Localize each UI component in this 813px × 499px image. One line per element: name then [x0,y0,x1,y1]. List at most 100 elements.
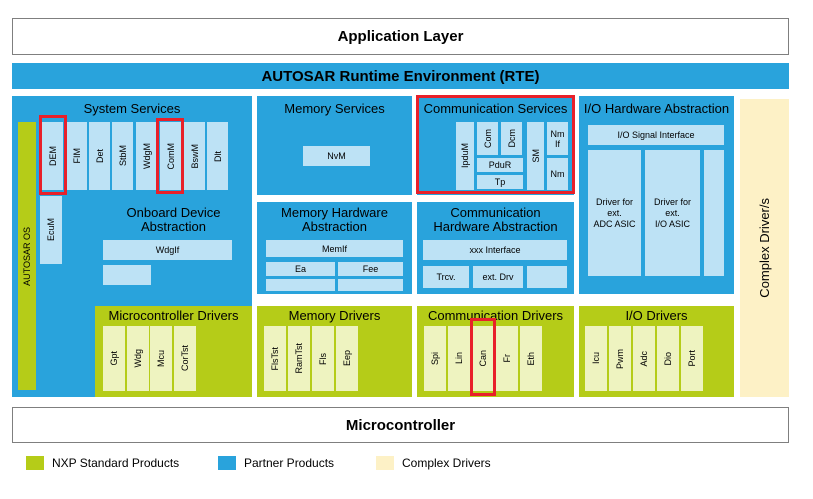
fr-label: Fr [502,354,512,363]
io-hw-extra-module [704,150,724,276]
fee-lower-module [338,279,403,291]
nm-if-module: Nm If [547,122,568,155]
mcu-label: Mcu [156,349,166,367]
lin-label: Lin [454,352,464,365]
mcu-module: Mcu [150,326,172,391]
ext-drv-label: ext. Drv [482,272,514,282]
eep-label: Eep [342,350,352,367]
lin-module: Lin [448,326,470,391]
driver-ext-io-asic-label: Driver for ext. I/O ASIC [653,196,691,229]
fls-label: Fls [318,352,328,365]
trcv-label: Trcv. [436,272,456,282]
wdgm-label: WdgM [141,142,152,169]
comm-drivers-title: Communication Drivers [427,308,564,323]
memory-hw-abstraction-title: Memory Hardware Abstraction [281,205,388,234]
gpt-label: Gpt [109,351,119,366]
stbm-label: StbM [117,145,128,167]
can-module: Can [472,326,494,391]
stbm-module: StbM [112,122,133,190]
ea-module: Ea [266,262,335,276]
nm-if-label: Nm If [550,128,565,149]
pwm-label: Pwm [615,348,625,369]
gpt-module: Gpt [103,326,125,391]
autosar-os-module: AUTOSAR OS [18,122,36,390]
communication-services-title: Communication Services [423,101,568,116]
comm-hw-abstraction-title: Communication Hardware Abstraction [433,205,558,234]
bswm-label: BswM [189,143,200,169]
wdg-module: Wdg [127,326,149,391]
dcm-module: Dcm [501,122,522,155]
pdur-label: PduR [488,160,512,170]
spi-module: Spi [424,326,446,391]
dio-label: Dio [663,351,673,366]
wdg-label: Wdg [133,349,143,368]
det-module: Det [89,122,110,190]
dlt-label: Dlt [212,150,223,162]
legend-label-nxp: NXP Standard Products [52,456,180,470]
nm-module: Nm [547,158,568,190]
complex-drivers-label: Complex Driver/s [757,198,772,298]
io-signal-interface: I/O Signal Interface [588,125,724,145]
memif-module: MemIf [266,240,403,257]
driver-ext-io-asic: Driver for ext. I/O ASIC [645,150,700,276]
legend-item-nxp: NXP Standard Products [26,456,179,470]
driver-ext-adc-asic-label: Driver for ext. ADC ASIC [593,196,636,229]
legend-item-partner: Partner Products [218,456,334,470]
cortst-module: CorTst [174,326,196,391]
memif-label: MemIf [321,243,347,254]
system-services-title: System Services [83,101,181,116]
io-drivers-title: I/O Drivers [625,308,688,323]
microcontroller-label: Microcontroller [345,416,456,434]
icu-label: Icu [591,352,601,365]
wdgm-module: WdgM [136,122,157,190]
ramtst-label: RamTst [294,343,304,374]
spi-label: Spi [430,351,440,365]
onboard-device-extra-module [103,265,151,285]
nvm-label: NvM [327,151,346,161]
ipdum-module: IpduM [456,122,474,190]
trcv-module: Trcv. [423,266,469,288]
flstst-module: FlsTst [264,326,286,391]
legend-item-complex: Complex Drivers [376,456,491,470]
fee-label: Fee [362,264,379,274]
autosar-os-label: AUTOSAR OS [22,226,32,286]
adc-module: Adc [633,326,655,391]
ecum-label: EcuM [46,218,56,242]
microcontroller-layer: Microcontroller [12,407,789,443]
fim-module: FIM [66,122,87,190]
ea-lower-module [266,279,335,291]
ext-drv-module: ext. Drv [473,266,523,288]
icu-module: Icu [585,326,607,391]
memory-services-block [257,96,412,195]
dlt-module: Dlt [207,122,228,190]
fee-module: Fee [338,262,403,276]
adc-label: Adc [639,350,649,367]
communication-services-highlight-box [416,95,575,194]
tp-module: Tp [477,175,523,189]
fim-label: FIM [71,148,82,164]
com-module: Com [477,122,498,155]
ramtst-module: RamTst [288,326,310,391]
memory-drivers-title: Memory Drivers [288,308,381,323]
cortst-label: CorTst [180,345,190,372]
eep-module: Eep [336,326,358,391]
eth-module: Eth [520,326,542,391]
comm-module: ComM [160,122,181,190]
dio-module: Dio [657,326,679,391]
bswm-module: BswM [184,122,205,190]
nvm-module: NvM [303,146,370,166]
driver-ext-adc-asic: Driver for ext. ADC ASIC [588,150,641,276]
pdur-module: PduR [477,158,523,172]
rte-layer: AUTOSAR Runtime Environment (RTE) [12,63,789,89]
wdgif-module: WdgIf [103,240,232,260]
mcu-drivers-title: Microcontroller Drivers [108,308,239,323]
flstst-label: FlsTst [270,346,280,371]
application-layer: Application Layer [12,18,789,55]
legend-label-complex: Complex Drivers [402,456,491,470]
sm-module: SM [527,122,544,190]
pwm-module: Pwm [609,326,631,391]
fls-module: Fls [312,326,334,391]
xxx-interface-module: xxx Interface [423,240,567,260]
comm-highlight-box [156,118,184,194]
port-module: Port [681,326,703,391]
